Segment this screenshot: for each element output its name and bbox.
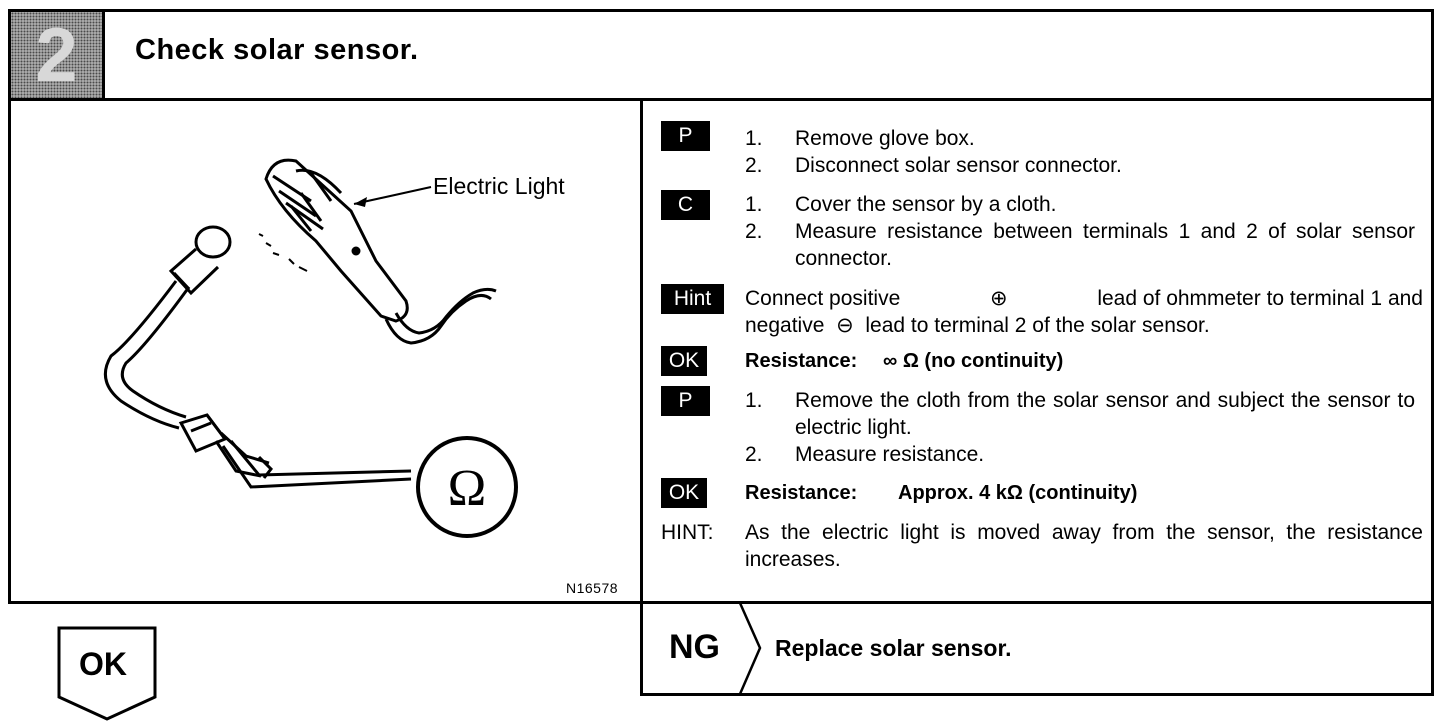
tag-ok: OK	[661, 478, 707, 508]
tag-p: P	[661, 386, 710, 416]
step-number-label: 2.	[745, 220, 763, 243]
step-number-label: 1.	[745, 127, 763, 150]
hint-line-2: negative ⊖ lead to terminal 2 of the sol…	[745, 312, 1210, 339]
procedure-step-text: Measure resistance between terminals 1 a…	[795, 220, 1415, 270]
tag-hint: Hint	[661, 284, 724, 314]
procedure-step-text: Cover the sensor by a cloth.	[795, 193, 1057, 216]
procedure-step-text: Remove the cloth from the solar sensor a…	[795, 389, 1415, 439]
electric-light-icon	[264, 158, 497, 345]
column-divider	[640, 101, 643, 696]
positive-lead-icon: ⊕	[989, 287, 1008, 310]
sensor-connector-icon	[178, 413, 273, 479]
callout-arrowhead	[354, 197, 367, 207]
negative-lead-icon: ⊖	[836, 314, 854, 337]
step-number-label: 1.	[745, 193, 763, 216]
step-number-label: 2.	[745, 154, 763, 177]
ok-label: OK	[79, 646, 127, 682]
tag-c: C	[661, 190, 710, 220]
step-number: 2	[35, 12, 78, 98]
ng-chevron-icon	[738, 602, 762, 695]
ng-action-text: Replace solar sensor.	[775, 635, 1012, 661]
step-number-label: 1.	[745, 389, 763, 412]
hint-note-text: As the electric light is moved away from…	[745, 521, 1423, 571]
solar-sensor-test-illustration: Electric Light Ω	[103, 158, 565, 538]
step-number-badge: 2	[11, 12, 105, 98]
resistance-value: Approx. 4 kΩ (continuity)	[898, 482, 1138, 504]
tag-ok: OK	[661, 346, 707, 376]
resistance-value: ∞ Ω (no continuity)	[883, 350, 1064, 372]
light-ray-marks	[258, 233, 308, 272]
hint-text: negative	[745, 314, 825, 337]
step-title: Check solar sensor.	[135, 34, 419, 66]
hint-line-1: Connect positive ⊕ lead of ohmmeter to t…	[745, 285, 1423, 312]
solar-sensor-icon	[103, 225, 232, 430]
resistance-label: Resistance:	[745, 350, 858, 372]
procedure-step-text: Remove glove box.	[795, 127, 975, 150]
ng-label: NG	[669, 628, 720, 666]
electric-light-label: Electric Light	[433, 173, 565, 199]
ohmmeter-lead	[221, 440, 412, 489]
tag-p: P	[661, 121, 710, 151]
step-number-label: 2.	[745, 443, 763, 466]
hint-text: lead of ohmmeter to terminal 1 and	[1097, 287, 1423, 310]
figure-code: N16578	[566, 580, 619, 596]
ng-result-box	[640, 601, 1434, 696]
ohm-symbol: Ω	[448, 460, 487, 517]
callout-leader-line	[353, 186, 432, 205]
ohmmeter-icon	[416, 436, 518, 538]
procedure-step-text: Measure resistance.	[795, 443, 985, 466]
ok-down-arrow-icon	[57, 626, 157, 721]
hint-heading: HINT:	[661, 521, 714, 544]
hint-text: Connect positive	[745, 287, 901, 310]
resistance-label: Resistance:	[745, 482, 858, 504]
hint-text: lead to terminal 2 of the solar sensor.	[865, 314, 1210, 337]
header-frame	[8, 9, 1434, 101]
procedure-step-text: Disconnect solar sensor connector.	[795, 154, 1122, 177]
